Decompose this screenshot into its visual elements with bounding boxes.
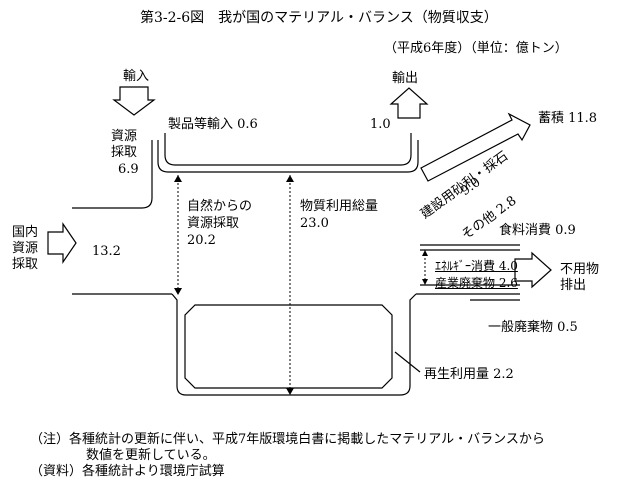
natural-extraction-label-1: 自然からの: [187, 199, 253, 214]
resource-extraction-value: 6.9: [118, 162, 139, 177]
export-arrow: [389, 87, 429, 119]
product-import-label: 製品等輸入 0.6: [168, 117, 258, 132]
unused-arrow: [514, 251, 552, 289]
measure-tip-4: [286, 388, 294, 395]
measure-tip-5: [422, 250, 428, 256]
figure-title: 第3-2-6図 我が国のマテリアル・バランス（物質収支）: [140, 10, 498, 26]
general-waste-label: 一般廃棄物 0.5: [488, 320, 578, 335]
recycling-pointer: [394, 351, 421, 373]
measure-tip-3: [286, 175, 294, 182]
resource-extraction-label-2: 採取: [111, 145, 138, 160]
upper-channel-inner: [164, 133, 412, 166]
measure-tip-2: [174, 288, 182, 295]
natural-extraction-value: 20.2: [187, 233, 216, 248]
note-line-2: 数値を更新している。: [86, 448, 216, 463]
outer-loop: [171, 293, 417, 396]
accumulation-label: 蓄積 11.8: [538, 111, 598, 126]
measure-tip-6: [422, 279, 428, 285]
resource-extraction-label-1: 資源: [111, 129, 138, 144]
domestic-label-2: 資源: [12, 241, 39, 256]
accumulation-arrow: [420, 112, 531, 182]
total-material-use-label: 物質利用総量: [300, 199, 379, 214]
domestic-value: 13.2: [92, 244, 121, 259]
resource-channel: [141, 140, 153, 209]
total-material-use-value: 23.0: [300, 216, 329, 231]
energy-consumption-label: ｴﾈﾙｷﾞｰ消費 4.0: [435, 259, 518, 273]
domestic-label-3: 採取: [12, 257, 39, 272]
natural-extraction-label-2: 資源採取: [187, 216, 240, 231]
unused-label-1: 不用物: [560, 262, 600, 277]
industrial-waste-label: 産業廃棄物 2.6: [435, 276, 518, 290]
source-note: （資料）各種統計より環境庁試算: [30, 464, 225, 479]
measure-tip-1: [174, 175, 182, 182]
unused-label-2: 排出: [560, 278, 587, 293]
import-label: 輸入: [123, 69, 150, 84]
recycling-label: 再生利用量 2.2: [424, 367, 514, 382]
export-label: 輸出: [392, 71, 419, 86]
note-line-1: （注）各種統計の更新に伴い、平成7年版環境白書に掲載したマテリアル・バランスから: [30, 432, 545, 447]
export-value: 1.0: [370, 117, 391, 132]
upper-channel: [157, 140, 419, 173]
domestic-arrow: [47, 222, 77, 264]
food-consumption-label: 食料消費 0.9: [499, 223, 576, 238]
domestic-label-1: 国内: [12, 225, 39, 240]
figure-subtitle: （平成6年度）（単位：億トン）: [384, 41, 568, 56]
inner-loop-box: [184, 304, 393, 389]
import-arrow: [112, 86, 156, 116]
